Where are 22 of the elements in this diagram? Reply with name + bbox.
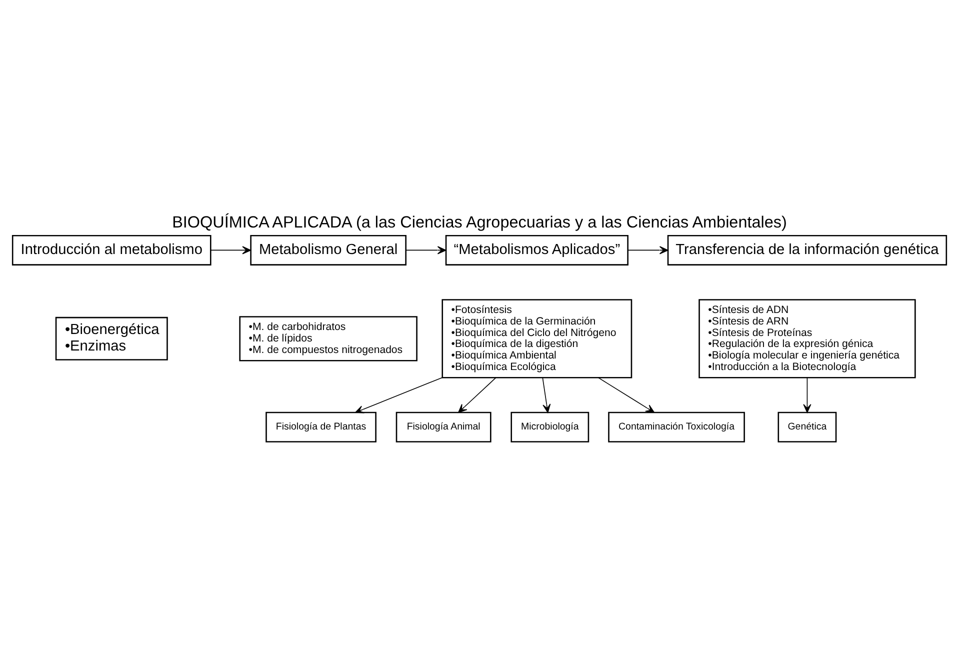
arrow bbox=[803, 376, 812, 412]
node-box: Microbiología bbox=[510, 411, 590, 442]
diagram-title: BIOQUÍMICA APLICADA (a las Ciencias Agropecuarias y a las Ciencias Ambientales) bbox=[172, 212, 787, 231]
arrow bbox=[458, 376, 496, 412]
node-box: Fisiología Animal bbox=[396, 411, 492, 442]
node-box: •Bioenergética •Enzimas bbox=[55, 316, 168, 360]
arrow bbox=[354, 376, 443, 413]
node-box: Genética bbox=[778, 411, 837, 442]
node-box: “Metabolismos Aplicados” bbox=[445, 234, 628, 265]
arrow bbox=[406, 246, 446, 254]
arrow bbox=[210, 246, 252, 254]
node-box: Fisiología de Plantas bbox=[266, 411, 376, 442]
node-box: Contaminación Toxicología bbox=[608, 411, 745, 442]
arrow bbox=[542, 376, 551, 412]
node-box: Transferencia de la información genética bbox=[667, 234, 948, 265]
arrow bbox=[628, 246, 668, 254]
node-box: Metabolismo General bbox=[250, 234, 406, 265]
node-box: Introducción al metabolismo bbox=[12, 234, 212, 265]
node-box: •Síntesis de ADN •Síntesis de ARN •Síntesis de Proteínas •Regulación de la expresión génica •Biología molecular e ingeniería genética •Introducción a la Biotecnología bbox=[698, 298, 916, 378]
node-box: •Fotosíntesis •Bioquímica de la Germinación •Bioquímica del Ciclo del Nitrógeno •Bioquímica de la digestión •Bioquímica Ambiental •Bioquímica Ecológica bbox=[442, 298, 632, 378]
node-box: •M. de carbohidratos •M. de lípidos •M. de compuestos nitrogenados bbox=[239, 316, 418, 361]
arrow bbox=[598, 376, 655, 412]
